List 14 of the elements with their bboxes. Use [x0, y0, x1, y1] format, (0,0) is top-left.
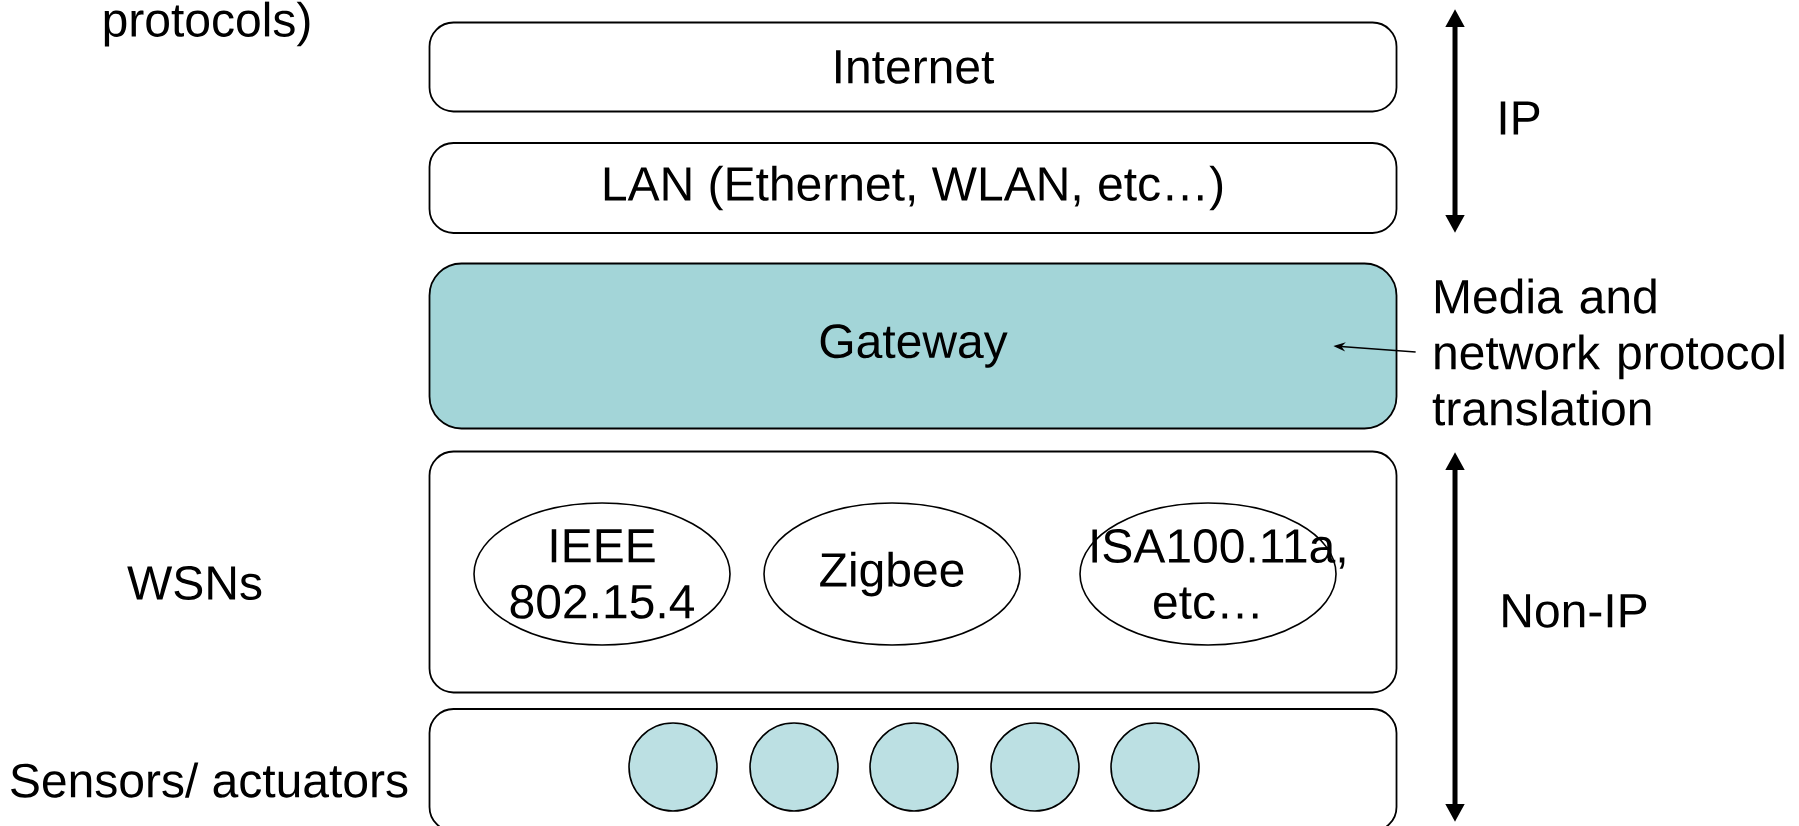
sensor-circle — [990, 722, 1080, 812]
sensor-circle — [869, 722, 959, 812]
label-text: protocols) — [104, 1, 310, 47]
annotation-text: Media and network protocol translation — [1432, 278, 1784, 426]
sensor-circle — [749, 722, 839, 812]
sensor-circle — [1110, 722, 1200, 812]
sensor-circle — [628, 722, 718, 812]
side-label: Sensors/ actuators — [11, 762, 408, 798]
layer-box: LAN (Ethernet, WLAN, etc…) — [428, 142, 1398, 234]
label-text: WSNs — [127, 566, 262, 600]
label-text: Non-IP — [1503, 594, 1647, 628]
layer-box: Internet — [428, 21, 1398, 113]
label-text: IP — [1500, 101, 1540, 135]
gateway-box: Gateway — [428, 262, 1398, 430]
